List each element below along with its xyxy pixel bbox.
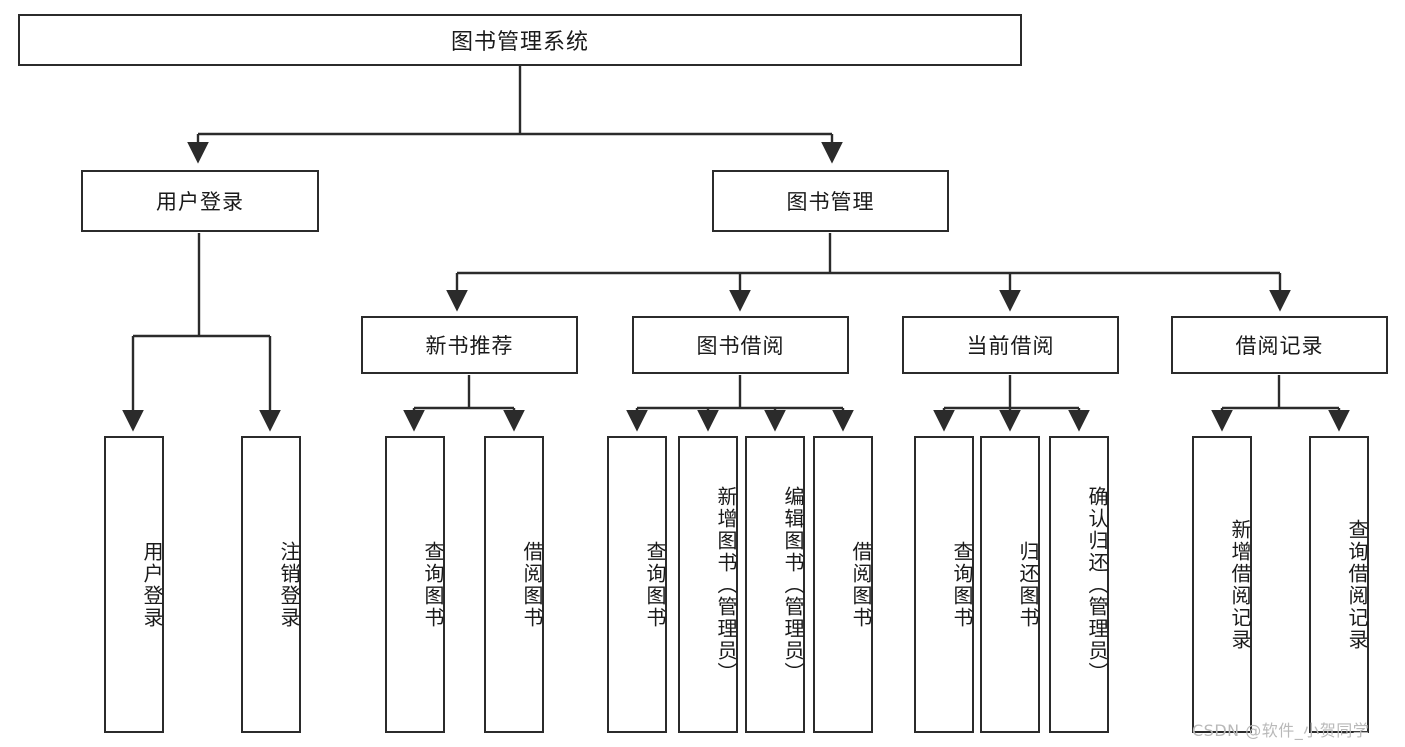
leaf-label: 注销登录 bbox=[277, 540, 301, 629]
leaf-user-login-login[interactable]: 用户登录 bbox=[104, 436, 164, 733]
node-new-book-recommend[interactable]: 新书推荐 bbox=[361, 316, 578, 374]
node-root-system[interactable]: 图书管理系统 bbox=[18, 14, 1022, 66]
leaf-new-book-query-book[interactable]: 查询图书 bbox=[385, 436, 445, 733]
leaf-label: 借阅图书 bbox=[520, 540, 544, 629]
node-borrow-record[interactable]: 借阅记录 bbox=[1171, 316, 1388, 374]
leaf-user-login-logout[interactable]: 注销登录 bbox=[241, 436, 301, 733]
node-user-login[interactable]: 用户登录 bbox=[81, 170, 319, 232]
leaf-label: 借阅图书 bbox=[849, 540, 873, 629]
leaf-book-borrow-add-book-admin[interactable]: 新增图书（管理员） bbox=[678, 436, 738, 733]
leaf-label: 确认归还（管理员） bbox=[1085, 485, 1109, 684]
node-book-management[interactable]: 图书管理 bbox=[712, 170, 949, 232]
leaf-label: 归还图书 bbox=[1016, 540, 1040, 629]
leaf-current-borrow-confirm-return-admin[interactable]: 确认归还（管理员） bbox=[1049, 436, 1109, 733]
leaf-book-borrow-borrow-book[interactable]: 借阅图书 bbox=[813, 436, 873, 733]
leaf-new-book-borrow-book[interactable]: 借阅图书 bbox=[484, 436, 544, 733]
leaf-book-borrow-query-book[interactable]: 查询图书 bbox=[607, 436, 667, 733]
csdn-watermark: CSDN @软件_小贺同学 bbox=[1192, 721, 1370, 740]
node-current-borrow[interactable]: 当前借阅 bbox=[902, 316, 1119, 374]
leaf-label: 查询图书 bbox=[421, 540, 445, 629]
leaf-book-borrow-edit-book-admin[interactable]: 编辑图书（管理员） bbox=[745, 436, 805, 733]
leaf-current-borrow-query-book[interactable]: 查询图书 bbox=[914, 436, 974, 733]
leaf-label: 查询图书 bbox=[643, 540, 667, 629]
leaf-current-borrow-return-book[interactable]: 归还图书 bbox=[980, 436, 1040, 733]
leaf-label: 编辑图书（管理员） bbox=[781, 485, 805, 684]
leaf-label: 新增借阅记录 bbox=[1228, 518, 1252, 651]
leaf-borrow-record-query-record[interactable]: 查询借阅记录 bbox=[1309, 436, 1369, 733]
leaf-borrow-record-add-record[interactable]: 新增借阅记录 bbox=[1192, 436, 1252, 733]
leaf-label: 查询图书 bbox=[950, 540, 974, 629]
leaf-label: 查询借阅记录 bbox=[1345, 518, 1369, 651]
leaf-label: 新增图书（管理员） bbox=[714, 485, 738, 684]
node-book-borrow[interactable]: 图书借阅 bbox=[632, 316, 849, 374]
leaf-label: 用户登录 bbox=[140, 540, 164, 629]
